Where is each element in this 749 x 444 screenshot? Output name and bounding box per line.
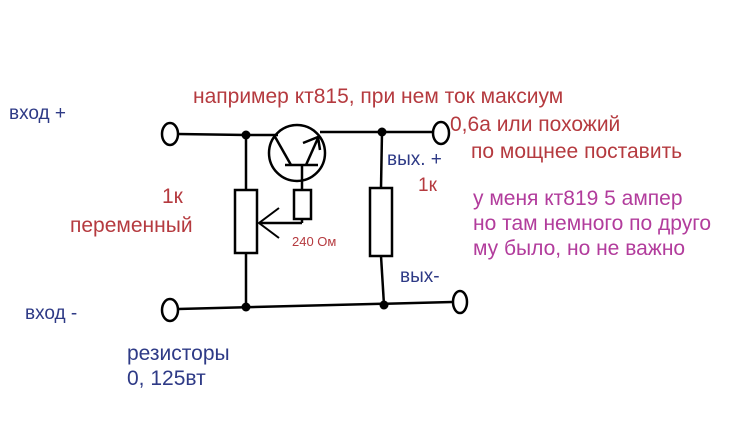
wire-top-input	[177, 132, 247, 137]
terminal-output-minus	[451, 289, 469, 315]
note-transistor-line2: 0,6а или похожий	[450, 113, 621, 136]
label-pot-type: переменный	[70, 214, 193, 237]
wire-load-bottom	[379, 255, 386, 306]
junction-bottom-left	[241, 302, 251, 312]
resistor-r2-base	[292, 188, 313, 221]
note-mine-line1: у меня кт819 5 ампер	[473, 187, 683, 210]
label-load-value: 1к	[418, 175, 437, 196]
note-mine-line2: но там немного по друго	[473, 212, 712, 235]
note-mine-line3: му было, но не важно	[473, 237, 686, 260]
wire-bottom	[177, 300, 453, 311]
potentiometer-wiper-arrow	[257, 207, 280, 239]
terminal-input-plus	[160, 121, 180, 147]
label-output-plus: вых. +	[387, 149, 442, 170]
note-transistor-line3: по мощнее поставить	[471, 140, 683, 163]
terminal-output-plus	[431, 120, 451, 146]
junction-top-left	[241, 130, 251, 140]
junction-bottom-right	[379, 300, 389, 310]
label-pot-value: 1к	[162, 185, 183, 208]
terminal-input-minus	[160, 297, 180, 323]
label-input-plus: вход +	[9, 103, 66, 124]
label-base-resistor: 240 Ом	[292, 234, 337, 249]
potentiometer-r1	[233, 188, 259, 255]
wire-load-top	[379, 131, 384, 189]
resistor-r3-load	[368, 186, 394, 258]
note-resistors-line2: 0, 125вт	[127, 367, 206, 390]
note-transistor-line1: например кт815, при нем ток максиум	[193, 85, 564, 108]
label-input-minus: вход -	[25, 303, 78, 324]
transistor-q1	[267, 123, 327, 183]
junction-top-right	[377, 127, 387, 137]
label-output-minus: вых-	[400, 266, 440, 287]
note-resistors-line1: резисторы	[127, 342, 230, 365]
